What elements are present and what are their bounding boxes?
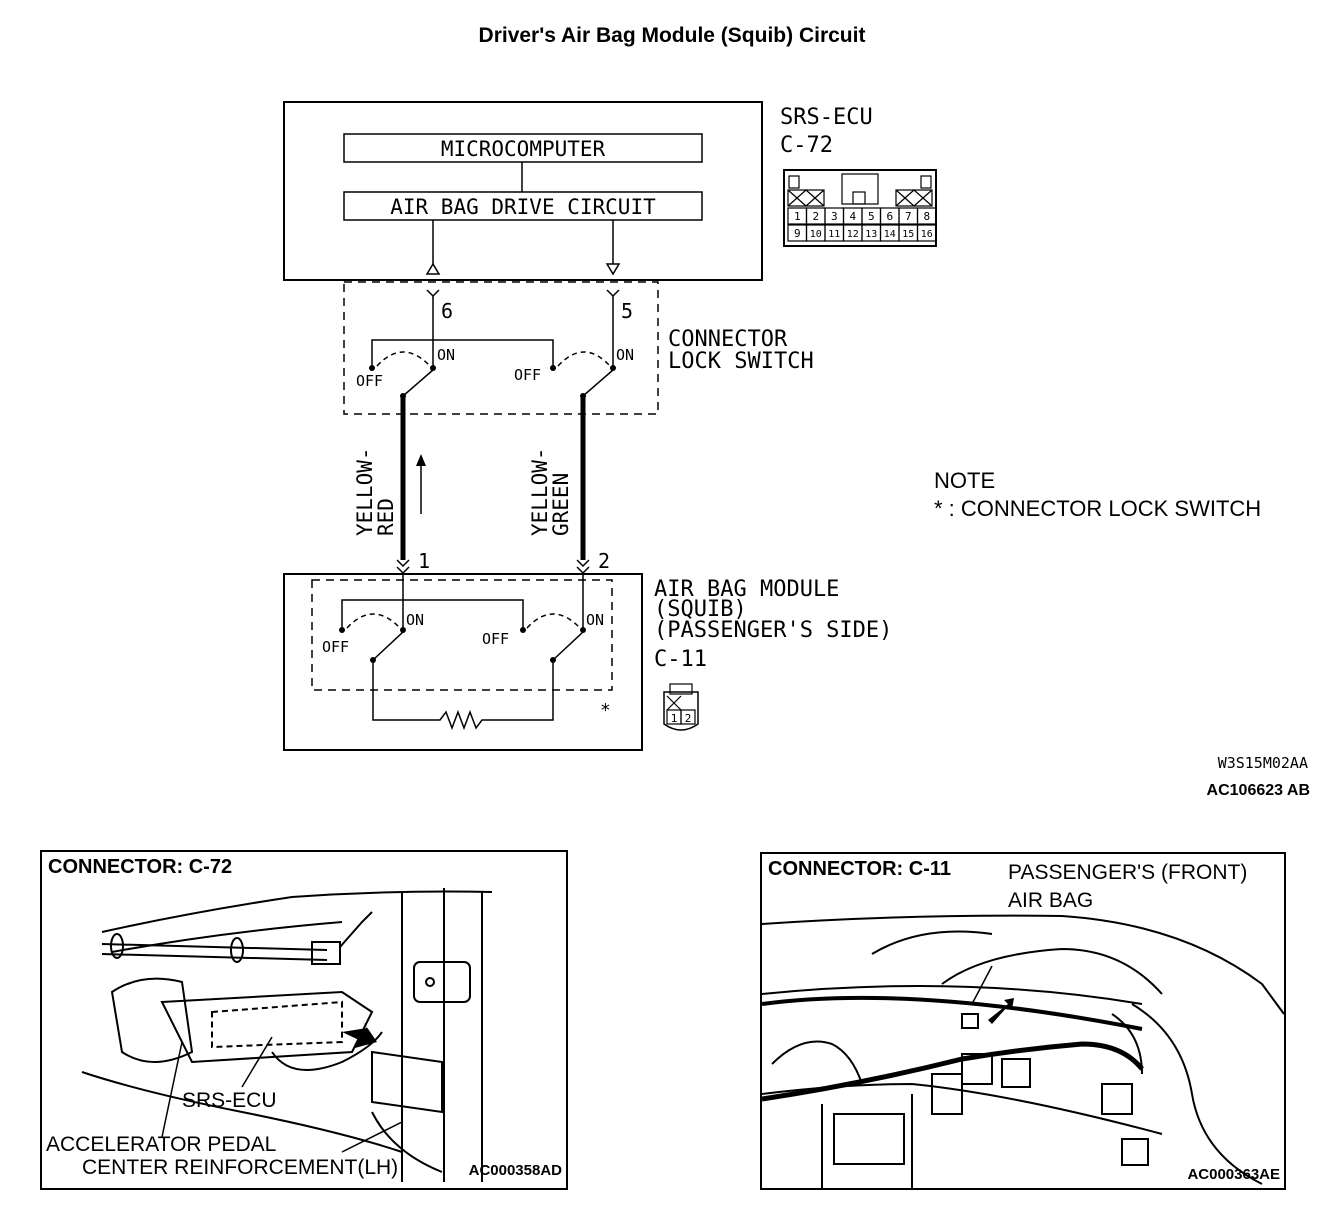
c72-pin-number: 14: [884, 229, 896, 240]
c11-label-line1: PASSENGER'S (FRONT): [1008, 861, 1248, 884]
diagram-code-2: AC106623 AB: [1207, 782, 1310, 799]
c72-pin-number: 13: [865, 229, 877, 240]
ecu-label: SRS-ECU: [780, 105, 873, 130]
c11-label-line2: AIR BAG: [1008, 889, 1094, 912]
c72-panel-code: AC000358AD: [468, 1162, 562, 1179]
wire-left-label-2: RED: [374, 498, 398, 536]
microcomputer-label: MICROCOMPUTER: [441, 137, 606, 161]
c72-label-pedal: ACCELERATOR PEDAL: [46, 1133, 277, 1156]
module-pin-2: 2: [598, 549, 610, 573]
c72-pin-number: 1: [794, 210, 801, 223]
c11-pin-1: 1: [671, 712, 678, 725]
c72-pin-number: 12: [847, 229, 859, 240]
c72-pin-number: 16: [921, 229, 933, 240]
wire-right-label-1: YELLOW-: [528, 447, 552, 536]
module-asterisk: *: [600, 700, 611, 721]
lock-switch-box: [343, 281, 659, 415]
c11-connector-face: 1 2: [663, 683, 699, 731]
c72-pin-number: 3: [831, 210, 838, 223]
switch-right-on: ON: [616, 346, 634, 364]
note-heading: NOTE: [934, 468, 995, 493]
switch-right-off: OFF: [514, 366, 541, 384]
note-text: * : CONNECTOR LOCK SWITCH: [934, 496, 1261, 521]
module-label-1: AIR BAG MODULE: [654, 577, 839, 602]
drive-circuit-label: AIR BAG DRIVE CIRCUIT: [390, 195, 656, 219]
ecu-connector-label: C-72: [780, 133, 833, 158]
c72-pin-number: 9: [794, 227, 801, 240]
pin-5-label: 5: [621, 299, 633, 323]
c72-pin-number: 4: [849, 210, 856, 223]
c72-pin-number: 2: [812, 210, 819, 223]
ecu-box: [283, 101, 763, 281]
microcomputer-box: [343, 133, 703, 163]
module-right-on: ON: [586, 611, 604, 629]
c11-panel-title: CONNECTOR: C-11: [768, 858, 951, 880]
wire-right-label-2: GREEN: [549, 473, 573, 536]
module-connector-label: C-11: [654, 647, 707, 672]
c72-pin-number: 11: [828, 229, 840, 240]
lock-switch-label-2: LOCK SWITCH: [668, 349, 814, 374]
wire-left-label-1: YELLOW-: [353, 447, 377, 536]
module-pin-1: 1: [418, 549, 430, 573]
c72-label-reinforcement: CENTER REINFORCEMENT(LH): [82, 1156, 399, 1179]
lock-switch-label-1: CONNECTOR: [668, 327, 788, 352]
drive-circuit-box: [343, 191, 703, 221]
c72-pin-cell: [916, 207, 937, 225]
diagram-code-1: W3S15M02AA: [1218, 754, 1308, 772]
module-left-off: OFF: [322, 638, 349, 656]
c72-panel-title: CONNECTOR: C-72: [48, 856, 233, 878]
module-label-2: (SQUIB): [654, 597, 747, 622]
c72-pin-cell: [916, 224, 937, 242]
c72-pin-number: 8: [923, 210, 930, 223]
c11-panel-code: AC000363AE: [1187, 1166, 1280, 1183]
pin-6-label: 6: [441, 299, 453, 323]
c72-pin-number: 5: [868, 210, 875, 223]
c72-pin-number: 15: [902, 229, 914, 240]
c72-pin-number: 7: [905, 210, 912, 223]
connector-c72-panel: CONNECTOR: C-72 SRS-ECU ACCELERATOR PEDA…: [40, 850, 568, 1190]
module-left-on: ON: [406, 611, 424, 629]
module-right-off: OFF: [482, 630, 509, 648]
module-dashed-box: [311, 579, 613, 691]
squib-resistor: [372, 660, 554, 731]
c11-location-illustration: [762, 914, 1284, 1188]
circuit-diagram: MICROCOMPUTER AIR BAG DRIVE CIRCUIT SRS-…: [283, 101, 1310, 799]
c72-pin-number: 10: [810, 229, 822, 240]
switch-left-off: OFF: [356, 372, 383, 390]
module-box: [283, 573, 643, 751]
c11-pin-2: 2: [685, 712, 692, 725]
connector-c11-panel: CONNECTOR: C-11 PASSENGER'S (FRONT) AIR …: [760, 852, 1286, 1190]
c72-label-ecu: SRS-ECU: [182, 1089, 277, 1112]
switch-left-on: ON: [437, 346, 455, 364]
c72-pin-number: 6: [886, 210, 893, 223]
c72-location-illustration: [81, 888, 493, 1182]
module-label-3: (PASSENGER'S SIDE): [654, 618, 892, 643]
diagram-title: Driver's Air Bag Module (Squib) Circuit: [478, 24, 866, 47]
